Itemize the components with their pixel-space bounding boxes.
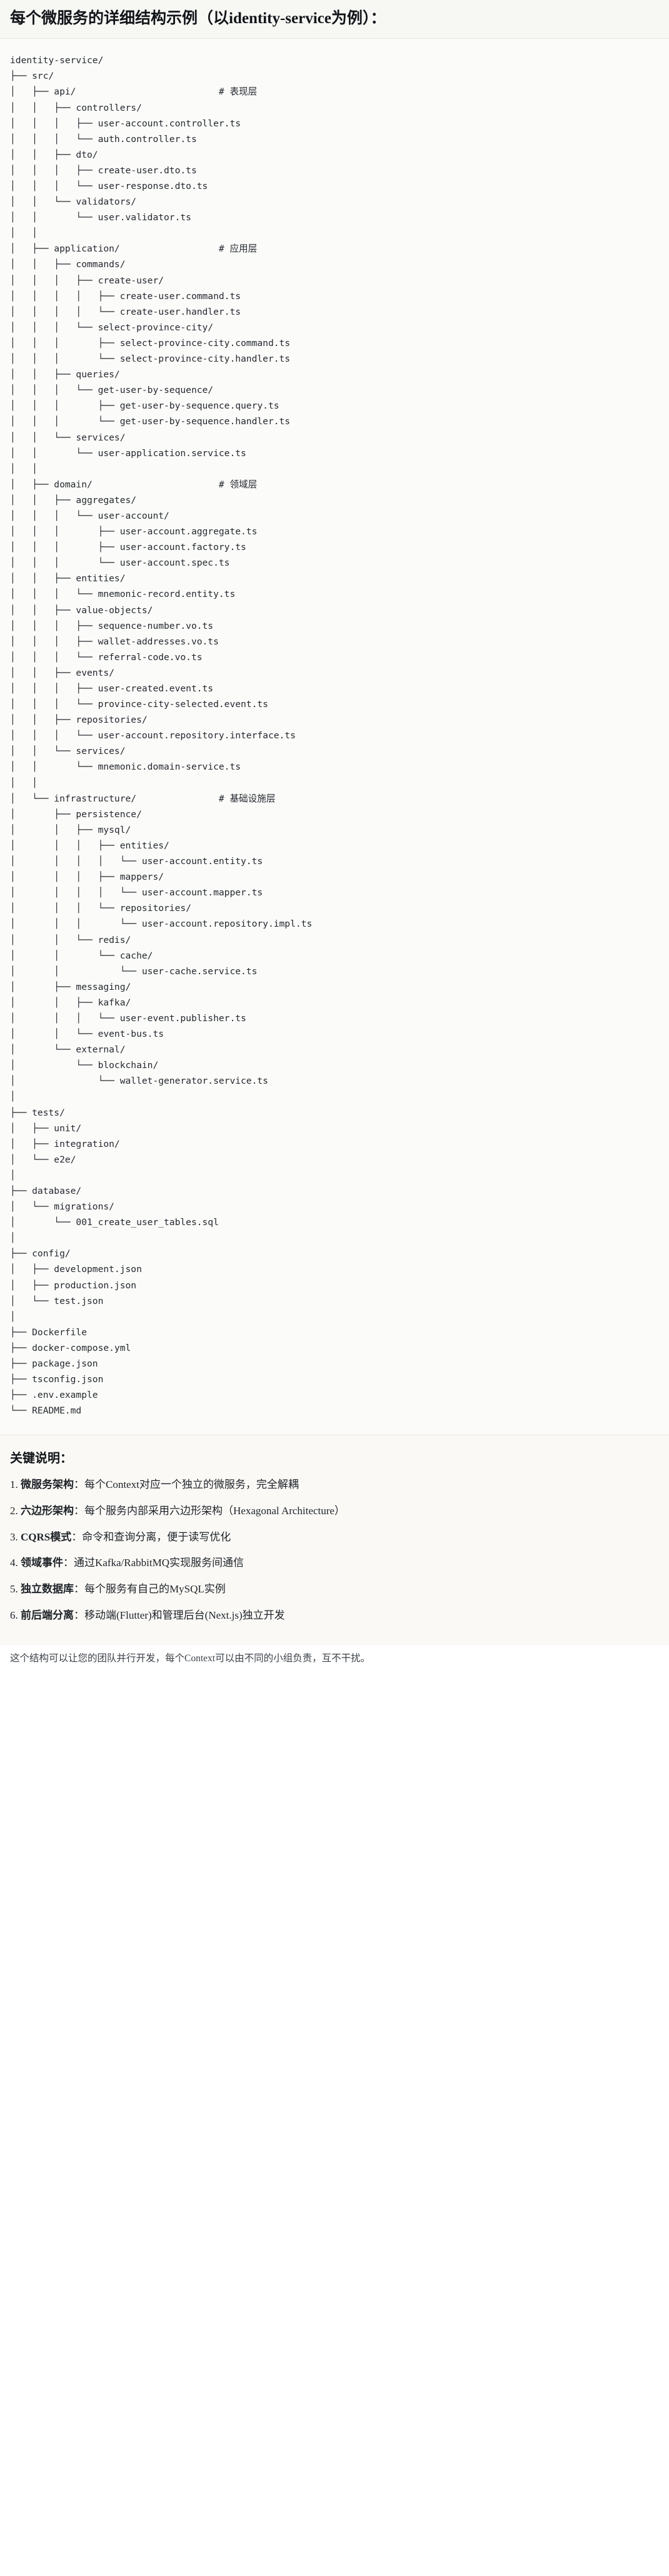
key-note-item: 6. 前后端分离：移动端(Flutter)和管理后台(Next.js)独立开发	[10, 1608, 659, 1624]
key-note-term: 六边形架构	[21, 1505, 74, 1517]
key-note-body: ：每个服务有自己的MySQL实例	[74, 1582, 226, 1595]
key-note-term: 微服务架构	[21, 1479, 74, 1491]
key-note-item: 3. CQRS模式：命令和查询分离，便于读写优化	[10, 1530, 659, 1545]
page-root: 每个微服务的详细结构示例（以identity-service为例）： ident…	[0, 0, 669, 1676]
page-title: 每个微服务的详细结构示例（以identity-service为例）：	[10, 10, 386, 27]
key-note-term: 前后端分离	[21, 1609, 74, 1621]
key-note-item: 4. 领域事件：通过Kafka/RabbitMQ实现服务间通信	[10, 1555, 659, 1571]
footer-block: 这个结构可以让您的团队并行开发，每个Context可以由不同的小组负责，互不干扰…	[0, 1645, 669, 1676]
key-note-term: CQRS模式	[21, 1530, 72, 1543]
key-note-number: 5.	[10, 1582, 21, 1595]
key-note-item: 2. 六边形架构：每个服务内部采用六边形架构（Hexagonal Archite…	[10, 1504, 659, 1519]
key-note-body: ：每个服务内部采用六边形架构（Hexagonal Architecture）	[74, 1505, 345, 1517]
key-notes-list: 1. 微服务架构：每个Context对应一个独立的微服务，完全解耦 2. 六边形架…	[10, 1477, 659, 1623]
key-note-item: 5. 独立数据库：每个服务有自己的MySQL实例	[10, 1582, 659, 1597]
key-note-body: ：移动端(Flutter)和管理后台(Next.js)独立开发	[74, 1609, 285, 1621]
directory-tree: identity-service/ ├── src/ │ ├── api/ # …	[10, 55, 313, 1417]
key-note-number: 6.	[10, 1609, 21, 1621]
footer-text: 这个结构可以让您的团队并行开发，每个Context可以由不同的小组负责，互不干扰…	[10, 1653, 371, 1664]
key-notes-heading: 关键说明：	[10, 1452, 73, 1466]
key-note-number: 2.	[10, 1505, 21, 1517]
directory-tree-block: identity-service/ ├── src/ │ ├── api/ # …	[0, 39, 669, 1436]
key-notes-block: 关键说明： 1. 微服务架构：每个Context对应一个独立的微服务，完全解耦 2…	[0, 1435, 669, 1646]
title-block: 每个微服务的详细结构示例（以identity-service为例）：	[0, 0, 669, 39]
key-note-number: 3.	[10, 1530, 21, 1543]
key-note-item: 1. 微服务架构：每个Context对应一个独立的微服务，完全解耦	[10, 1477, 659, 1493]
key-note-number: 1.	[10, 1479, 21, 1491]
key-note-body: ：通过Kafka/RabbitMQ实现服务间通信	[63, 1557, 244, 1569]
key-note-body: ：命令和查询分离，便于读写优化	[71, 1530, 231, 1543]
key-note-body: ：每个Context对应一个独立的微服务，完全解耦	[74, 1479, 299, 1491]
key-note-term: 领域事件	[21, 1557, 63, 1569]
key-note-number: 4.	[10, 1557, 21, 1569]
key-note-term: 独立数据库	[21, 1582, 74, 1595]
